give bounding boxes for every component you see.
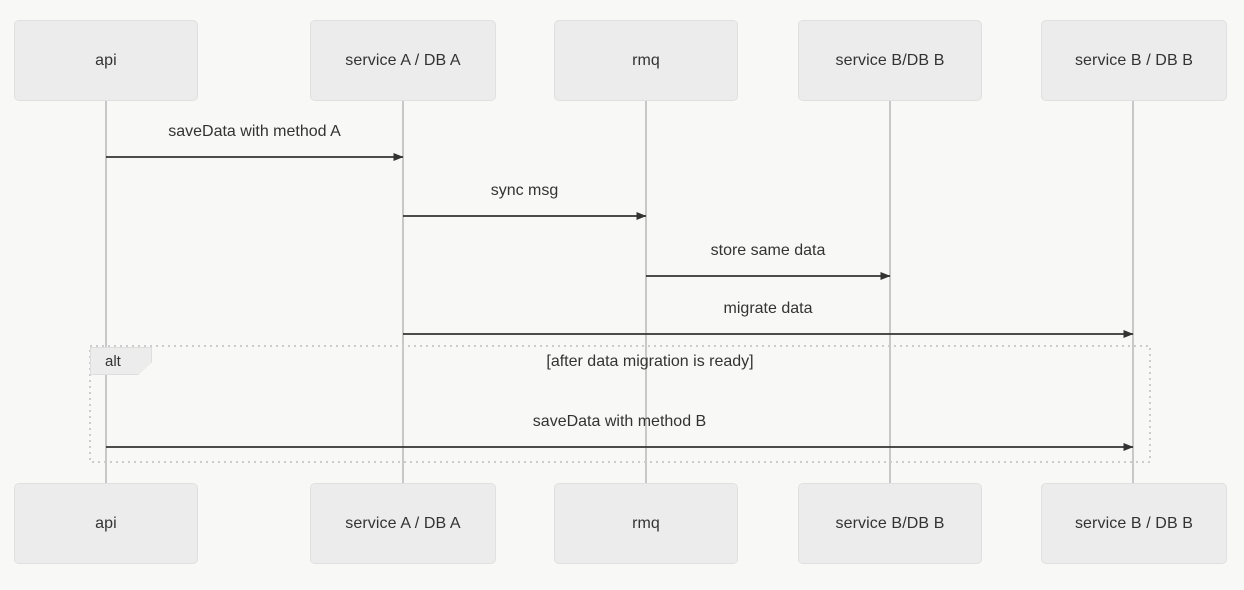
messages-group <box>106 153 1134 451</box>
message-label-msg-2: sync msg <box>490 182 559 199</box>
alt-fragment-rect <box>89 345 1151 463</box>
lifelines-group <box>105 101 1134 483</box>
participant-bottom-serviceBdbB[interactable]: service B/DB B <box>798 483 982 564</box>
participant-label: api <box>95 514 117 532</box>
alt-fragment-condition: [after data migration is ready] <box>546 353 754 370</box>
participant-label: service B/DB B <box>835 51 945 69</box>
participant-label: api <box>95 51 117 69</box>
participant-top-rmq[interactable]: rmq <box>554 20 738 101</box>
participant-bottom-rmq[interactable]: rmq <box>554 483 738 564</box>
participant-label: service A / DB A <box>345 514 461 532</box>
participant-bottom-serviceB[interactable]: service B / DB B <box>1041 483 1227 564</box>
alt-fragment-tab-label: alt <box>105 352 121 370</box>
participant-label: service B / DB B <box>1074 51 1194 69</box>
participant-bottom-serviceA[interactable]: service A / DB A <box>310 483 496 564</box>
message-label-msg-1: saveData with method A <box>168 123 341 140</box>
alt-fragment-tab[interactable]: alt <box>90 347 152 375</box>
message-label-msg-3: store same data <box>710 242 826 259</box>
participant-top-serviceA[interactable]: service A / DB A <box>310 20 496 101</box>
participant-top-api[interactable]: api <box>14 20 198 101</box>
participant-top-serviceBdbB[interactable]: service B/DB B <box>798 20 982 101</box>
message-label-msg-5: saveData with method B <box>532 413 707 430</box>
participant-top-serviceB[interactable]: service B / DB B <box>1041 20 1227 101</box>
participant-label: service B / DB B <box>1074 514 1194 532</box>
message-label-msg-4: migrate data <box>723 300 813 317</box>
participant-bottom-api[interactable]: api <box>14 483 198 564</box>
participant-label: service A / DB A <box>345 51 461 69</box>
participant-label: rmq <box>632 51 660 69</box>
participant-label: service B/DB B <box>835 514 945 532</box>
participant-label: rmq <box>632 514 660 532</box>
alt-fragment-outline <box>89 345 1151 463</box>
